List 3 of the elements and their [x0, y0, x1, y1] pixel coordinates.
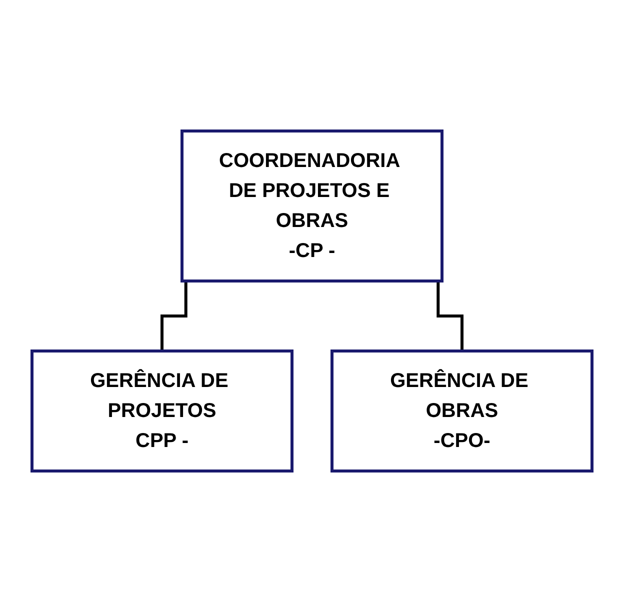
node-box: GERÊNCIA DE PROJETOS CPP - [30, 350, 293, 472]
node-box: COORDENADORIA DE PROJETOS E OBRAS -CP - [180, 130, 443, 282]
node-box: GERÊNCIA DE OBRAS -CPO- [330, 350, 593, 472]
